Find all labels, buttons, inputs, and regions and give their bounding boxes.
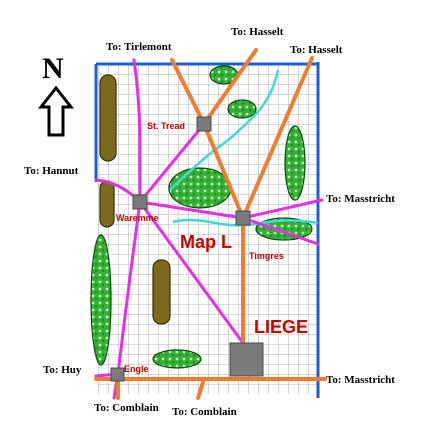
exit-label-hannut: To: Hannut [24,165,79,177]
city-liege-marker [229,342,264,377]
exit-label-comblain-2: To: Comblain [172,406,237,418]
exit-label-masstricht-1: To: Masstricht [326,193,395,205]
forest [168,167,232,209]
hill [99,180,115,228]
hill [152,259,171,325]
north-arrow: N [37,52,75,137]
hill [99,74,117,162]
exit-label-hasselt-1: To: Hasselt [231,26,284,38]
map-title: Map L [180,232,232,252]
hills [99,74,171,325]
towns [110,116,264,382]
exit-label-comblain-1: To: Comblain [94,402,159,414]
main-roads [94,48,327,400]
town-st-tread-marker [196,116,212,132]
town-engle-marker [110,367,125,382]
town-tirngres-marker [235,210,251,226]
forest [90,234,112,366]
town-label-st-tread: St. Tread [147,121,185,131]
town-label-engle: Engle [124,364,149,374]
forest [255,217,313,241]
forest [227,99,257,119]
exit-label-hasselt-2: To: Hasselt [290,44,343,56]
town-label-tirngres: Timgres [249,251,284,261]
map-border [94,62,320,398]
forests [90,65,313,369]
town-label-waremme: Waremme [116,213,159,223]
forest [284,125,306,201]
north-label: N [42,52,64,85]
exit-label-tirlemont: To: Tirlemont [106,41,172,53]
city-label-liege: LIEGE [254,317,308,337]
exit-label-huy: To: Huy [43,364,82,376]
exit-label-masstricht-2: To: Masstricht [326,374,395,386]
town-waremme-marker [132,194,148,210]
forest [152,349,202,369]
north-arrow-icon [37,85,75,137]
